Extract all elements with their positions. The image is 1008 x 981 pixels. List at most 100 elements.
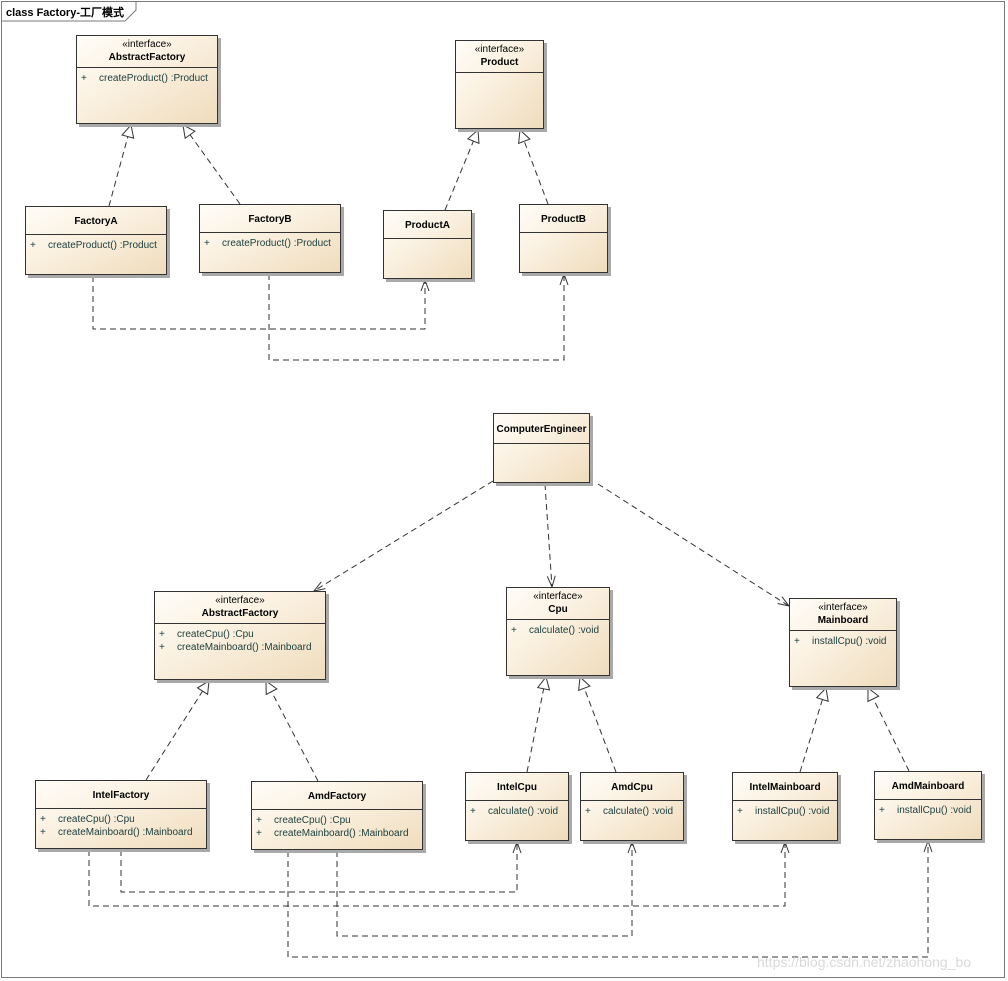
intel-mainboard-class[interactable]: IntelMainboard + installCpu() :void bbox=[732, 772, 838, 841]
amd-factory-class[interactable]: AmdFactory+createCpu() :Cpu+createMainbo… bbox=[251, 781, 423, 850]
class-header: ProductA bbox=[384, 211, 471, 239]
stereotype-label: «interface» bbox=[122, 39, 172, 50]
operation-row: + createCpu() :Cpu bbox=[40, 813, 206, 826]
visibility-marker: + bbox=[159, 642, 165, 653]
operation-signature: createMainboard() :Mainboard bbox=[274, 828, 409, 839]
factoryb-creates-productb-head bbox=[559, 272, 569, 286]
intelfactory-creates-intelcpu-line bbox=[120, 842, 518, 893]
class-header: AmdFactory bbox=[252, 782, 422, 810]
factory-a-class[interactable]: FactoryA +createProduct() :Product bbox=[25, 206, 167, 275]
abstract-factory-bottom-class[interactable]: «interface»AbstractFactory + createCpu() :… bbox=[154, 591, 326, 680]
operations-compartment: +createProduct() :Product bbox=[77, 68, 217, 85]
class-header: IntelMainboard bbox=[733, 773, 837, 801]
intelmainboard-realizes-mainboard-head bbox=[815, 686, 829, 702]
class-name: IntelCpu bbox=[497, 781, 537, 793]
intel-cpu-class[interactable]: IntelCpu +calculate() :void bbox=[465, 772, 569, 841]
operations-compartment: +calculate() :void bbox=[466, 801, 568, 818]
class-name: IntelFactory bbox=[92, 789, 150, 801]
visibility-marker: + bbox=[40, 827, 46, 838]
factorya-creates-producta-line bbox=[92, 276, 426, 330]
operation-signature: createCpu() :Cpu bbox=[58, 814, 135, 825]
productb-realizes-product-line bbox=[523, 141, 549, 205]
operation-row: +createMainboard() :Mainboard bbox=[40, 826, 206, 839]
stereotype-label: «interface» bbox=[215, 595, 265, 606]
mainboard-interface-class[interactable]: «interface»Mainboard+installCpu() :void bbox=[789, 598, 897, 687]
visibility-marker: + bbox=[81, 73, 87, 84]
product-a-class[interactable]: ProductA bbox=[383, 210, 472, 279]
operation-row: + calculate() :void bbox=[585, 805, 683, 818]
engineer-uses-abstractfactory-line bbox=[313, 480, 494, 592]
class-header: «interface» AbstractFactory bbox=[77, 36, 217, 68]
intelfactory-creates-intelcpu-head bbox=[512, 840, 522, 854]
operations-compartment bbox=[384, 239, 471, 243]
amdfactory-realizes-abstractfactory-head bbox=[265, 680, 278, 696]
operation-signature: installCpu() :void bbox=[897, 805, 972, 816]
class-header: AmdMainboard bbox=[875, 772, 981, 800]
operations-compartment: + createProduct() :Product bbox=[200, 233, 340, 250]
class-header: «interface»Product bbox=[456, 41, 543, 73]
operation-signature: createProduct() :Product bbox=[222, 238, 331, 249]
operation-row: +calculate() :void bbox=[511, 624, 609, 637]
factoryb-realizes-abstractfactory-head bbox=[182, 124, 196, 140]
operation-row: +createMainboard() :Mainboard bbox=[159, 641, 325, 654]
amdfactory-creates-amdmainboard-head bbox=[923, 839, 933, 853]
class-name: Cpu bbox=[548, 604, 568, 615]
factorya-realizes-abstractfactory-head bbox=[121, 123, 135, 139]
frame-title: class Factory-工厂模式 bbox=[6, 7, 124, 19]
operation-row: +installCpu() :void bbox=[879, 804, 981, 817]
class-name: AbstractFactory bbox=[108, 52, 186, 63]
visibility-marker: + bbox=[204, 238, 210, 249]
cpu-interface-class[interactable]: «interface» Cpu +calculate() :void bbox=[506, 587, 610, 676]
operations-compartment: +installCpu() :void bbox=[875, 800, 981, 817]
operations-compartment: +installCpu() :void bbox=[790, 631, 896, 648]
operation-row: +createProduct() :Product bbox=[30, 239, 166, 252]
product-b-class[interactable]: ProductB bbox=[519, 204, 608, 273]
visibility-marker: + bbox=[511, 625, 517, 636]
stereotype-label: «interface» bbox=[818, 602, 868, 613]
operation-row: +createProduct() :Product bbox=[81, 72, 217, 85]
intelfactory-creates-intelmainboard-line bbox=[88, 842, 786, 907]
operation-row: +calculate() :void bbox=[470, 805, 568, 818]
intel-factory-class[interactable]: IntelFactory + createCpu() :Cpu+createMain… bbox=[35, 780, 207, 849]
visibility-marker: + bbox=[159, 629, 165, 640]
visibility-marker: + bbox=[585, 806, 591, 817]
class-name: FactoryA bbox=[74, 215, 118, 227]
intelfactory-creates-intelmainboard-head bbox=[780, 840, 790, 854]
factory-b-class[interactable]: FactoryB+createProduct() :Product bbox=[199, 204, 341, 273]
amd-mainboard-class[interactable]: AmdMainboard +installCpu() :void bbox=[874, 771, 982, 840]
visibility-marker: + bbox=[737, 806, 743, 817]
class-header: AmdCpu bbox=[581, 773, 683, 801]
class-header: IntelCpu bbox=[466, 773, 568, 801]
operation-signature: installCpu() :void bbox=[755, 806, 830, 817]
amd-cpu-class[interactable]: AmdCpu + calculate() :void bbox=[580, 772, 684, 841]
watermark: https://blog.csdn.net/zhaohong_bo bbox=[757, 954, 972, 970]
abstract-factory-top-class[interactable]: «interface» AbstractFactory +createProduct… bbox=[76, 35, 218, 124]
computer-engineer-class[interactable]: ComputerEngineer bbox=[493, 413, 590, 483]
operation-row: + createCpu() :Cpu bbox=[159, 628, 325, 641]
intelcpu-realizes-cpu-line bbox=[526, 688, 545, 773]
producta-realizes-product-head bbox=[466, 128, 480, 145]
operations-compartment: + calculate() :void bbox=[581, 801, 683, 818]
operation-signature: createCpu() :Cpu bbox=[177, 629, 254, 640]
class-name: IntelMainboard bbox=[749, 781, 821, 793]
intelfactory-realizes-abstractfactory-head bbox=[196, 680, 210, 696]
operation-signature: calculate() :void bbox=[603, 806, 674, 817]
class-header: «interface» Cpu bbox=[507, 588, 609, 620]
visibility-marker: + bbox=[470, 806, 476, 817]
operations-compartment bbox=[456, 73, 543, 77]
operation-signature: installCpu() :void bbox=[812, 636, 887, 647]
class-name: AmdCpu bbox=[611, 781, 653, 793]
intelfactory-realizes-abstractfactory-line bbox=[145, 690, 203, 781]
amdmainboard-realizes-mainboard-head bbox=[867, 686, 880, 703]
operation-row: +installCpu() :void bbox=[794, 635, 896, 648]
stereotype-label: «interface» bbox=[533, 591, 583, 602]
class-name: Product bbox=[480, 57, 519, 68]
visibility-marker: + bbox=[40, 814, 46, 825]
class-header: «interface»AbstractFactory bbox=[155, 592, 325, 624]
amdfactory-creates-amdmainboard-line bbox=[287, 841, 929, 958]
amdcpu-realizes-cpu-line bbox=[583, 688, 617, 773]
product-interface-class[interactable]: «interface»Product bbox=[455, 40, 544, 129]
class-header: IntelFactory bbox=[36, 781, 206, 809]
productb-realizes-product-head bbox=[518, 128, 531, 145]
operations-compartment: + createCpu() :Cpu+createMainboard() :Mai… bbox=[36, 809, 206, 839]
